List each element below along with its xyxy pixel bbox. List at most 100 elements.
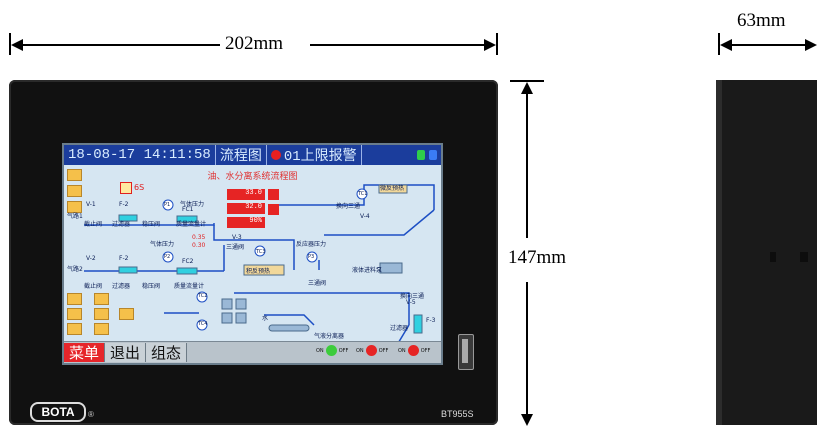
readout-3: 90% — [227, 217, 265, 228]
label-filter-1: 过滤器 — [112, 221, 131, 228]
width-dim-line-right — [310, 44, 490, 46]
label-gas-pressure-2: 气体压力 — [150, 241, 175, 248]
label-shutoff-2: 截止阀 — [84, 283, 103, 290]
config-button[interactable]: 组态 — [146, 343, 188, 362]
label-p1: P1 — [164, 202, 171, 208]
side-slot-2 — [800, 252, 808, 262]
readout-2: 32.0 — [227, 203, 265, 214]
side-bezel-edge — [716, 80, 722, 425]
cooler-icon[interactable] — [268, 204, 279, 215]
height-dimension-label: 147mm — [508, 247, 567, 269]
label-gas-pressure-1: 气体压力 — [180, 201, 205, 208]
label-tc1: TC1 — [358, 191, 368, 197]
label-reversing-3way: 换向三通 — [336, 203, 361, 210]
heater-icon[interactable] — [268, 189, 279, 200]
label-fc1: FC1 — [182, 206, 194, 213]
alarm-banner[interactable]: 01上限报警 — [267, 145, 362, 165]
datetime: 18-08-17 14:11:58 — [64, 145, 216, 165]
timer-value: 6S — [134, 183, 145, 192]
label-gas2: 气路2 — [67, 266, 83, 273]
diagram-title: 油、水分离系统流程图 — [207, 172, 298, 182]
brand-logo: BOTA — [30, 402, 86, 422]
exit-button[interactable]: 退出 — [105, 343, 147, 362]
label-regulator-1: 稳压阀 — [142, 221, 161, 228]
width-dim-line-left — [14, 44, 220, 46]
label-mass-flow-2: 质量流量计 — [174, 283, 205, 290]
nav-icon-10[interactable] — [119, 308, 134, 320]
switch-2-knob — [365, 345, 377, 356]
menu-button[interactable]: 菜单 — [64, 343, 106, 362]
height-dim-line-bottom — [526, 282, 528, 414]
registered-mark: ® — [88, 410, 94, 419]
label-v3: V-3 — [232, 234, 242, 241]
process-diagram — [84, 184, 435, 342]
side-slot-1 — [770, 252, 776, 262]
switch-2[interactable]: ON OFF — [356, 345, 388, 356]
switch-3[interactable]: ON OFF — [398, 345, 430, 356]
label-v1: V-1 — [86, 201, 96, 208]
depth-dim-arrow-right — [805, 39, 817, 51]
label-v5: V-5 — [406, 299, 416, 306]
nav-icon-7[interactable] — [94, 293, 109, 305]
switch-1-knob — [325, 345, 337, 356]
nav-icon-3[interactable] — [67, 201, 82, 213]
switch-1[interactable]: ON OFF — [316, 345, 348, 356]
nav-icon-2[interactable] — [67, 185, 82, 197]
label-regulator-2: 稳压阀 — [142, 283, 161, 290]
nav-icon-1[interactable] — [67, 169, 82, 181]
label-f3: F-3 — [426, 317, 436, 324]
label-water: 水 — [262, 315, 269, 322]
switch-1-off: OFF — [338, 347, 349, 354]
screen-name: 流程图 — [216, 145, 267, 165]
width-dim-tick-left — [9, 33, 11, 55]
gauge-value-1: 0.35 — [192, 234, 206, 241]
label-shutoff-1: 截止阀 — [84, 221, 103, 228]
nav-icon-8[interactable] — [94, 308, 109, 320]
gauge-value-2: 0.30 — [192, 242, 206, 249]
label-gas-separator: 气液分离器 — [314, 333, 345, 340]
timer-icon — [120, 182, 132, 194]
label-tc2: TC2 — [198, 293, 208, 299]
label-filter-b: 过滤器 — [390, 325, 409, 332]
label-mass-flow-1: 质量流量计 — [176, 221, 207, 228]
label-f2b: F-2 — [119, 255, 129, 262]
label-f2: F-2 — [119, 201, 129, 208]
label-reverse-preheat: 微反预热 — [380, 185, 405, 192]
label-reactor-pressure: 反应器压力 — [296, 241, 327, 248]
width-dim-tick-right — [496, 33, 498, 55]
readout-1: 33.0 — [227, 189, 265, 200]
usb-port — [458, 334, 474, 370]
nav-icon-5[interactable] — [67, 308, 82, 320]
switch-3-knob — [407, 345, 419, 356]
hmi-screen[interactable]: 18-08-17 14:11:58 流程图 01上限报警 油、水分离系统流程图 … — [62, 143, 443, 365]
label-preheat: 积反预热 — [246, 268, 271, 275]
user-icon — [429, 150, 437, 160]
lock-icon — [417, 150, 425, 160]
bottom-toolbar: 菜单 退出 组态 ON OFF ON OFF ON OFF — [64, 341, 441, 363]
height-dim-arrow-top — [521, 82, 533, 94]
height-dim-arrow-bottom — [521, 414, 533, 426]
label-three-way: 三通阀 — [226, 244, 245, 251]
depth-dim-arrow-left — [720, 39, 732, 51]
depth-dim-tick-left — [718, 33, 720, 55]
switch-1-on: ON — [316, 347, 324, 354]
label-fc2: FC2 — [182, 258, 194, 265]
switch-2-off: OFF — [378, 347, 389, 354]
label-gas1: 气路1 — [67, 213, 83, 220]
switch-3-off: OFF — [420, 347, 431, 354]
nav-icon-4[interactable] — [67, 293, 82, 305]
nav-icon-9[interactable] — [94, 323, 109, 335]
label-p3: P3 — [308, 254, 315, 260]
label-tc3: TC3 — [256, 249, 266, 255]
height-dim-line-top — [526, 86, 528, 238]
switch-2-on: ON — [356, 347, 364, 354]
label-filter-2: 过滤器 — [112, 283, 131, 290]
switch-3-on: ON — [398, 347, 406, 354]
alarm-text: 01上限报警 — [283, 149, 357, 165]
height-dim-tick-top — [510, 80, 544, 82]
nav-icon-6[interactable] — [67, 323, 82, 335]
width-dim-arrow-left — [11, 39, 23, 51]
label-tc4: TC4 — [198, 321, 208, 327]
depth-dimension-label: 63mm — [737, 10, 786, 31]
label-three-way-2: 三通阀 — [308, 280, 327, 287]
